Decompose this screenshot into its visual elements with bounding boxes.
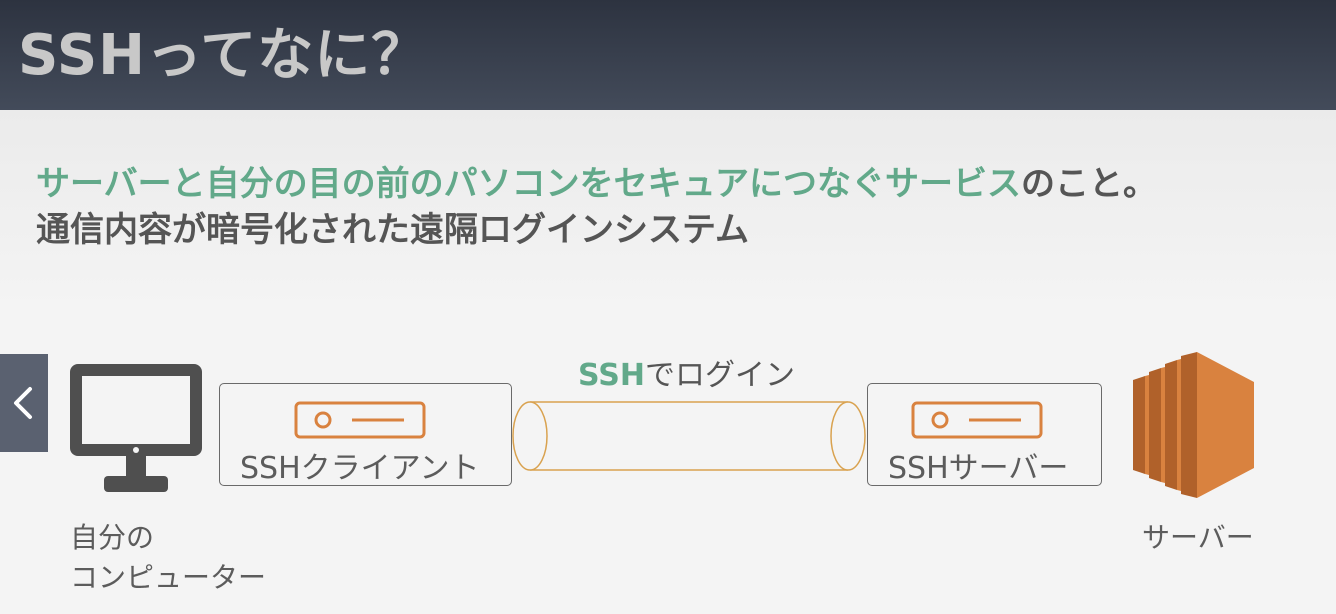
back-button[interactable] xyxy=(0,354,48,452)
ssh-client-box xyxy=(219,383,512,486)
server-unit-icon xyxy=(911,401,1043,439)
header-bar: SSHってなに？ xyxy=(0,0,1336,110)
tunnel-label-ssh: SSH xyxy=(578,358,645,393)
page-title: SSHってなに？ xyxy=(18,23,429,88)
tunnel-label-rest: でログイン xyxy=(644,358,795,393)
ssh-server-label: SSHサーバー xyxy=(888,451,1069,486)
ssh-client-label: SSHクライアント xyxy=(240,451,480,486)
description-line-2: 通信内容が暗号化された遠隔ログインシステム xyxy=(36,210,749,250)
server-unit-icon xyxy=(294,401,426,439)
computer-label-line-2: コンピューター xyxy=(70,561,267,594)
ssh-tunnel xyxy=(512,401,866,471)
description-line-1: サーバーと自分の目の前のパソコンをセキュアにつなぐサービスのこと。 xyxy=(36,156,1157,205)
server-label: サーバー xyxy=(1142,521,1254,554)
aws-server-icon xyxy=(1133,352,1254,498)
slide-content xyxy=(0,110,1336,614)
description-highlight: サーバーと自分の目の前のパソコンをセキュアにつなぐサービス xyxy=(36,164,1021,204)
description-rest: のこと。 xyxy=(1020,164,1157,204)
computer-label-line-1: 自分の xyxy=(70,521,155,554)
monitor-icon xyxy=(70,364,202,492)
ssh-server-box xyxy=(867,383,1102,486)
chevron-left-icon xyxy=(14,387,32,419)
tunnel-label: SSHでログイン xyxy=(578,350,795,394)
